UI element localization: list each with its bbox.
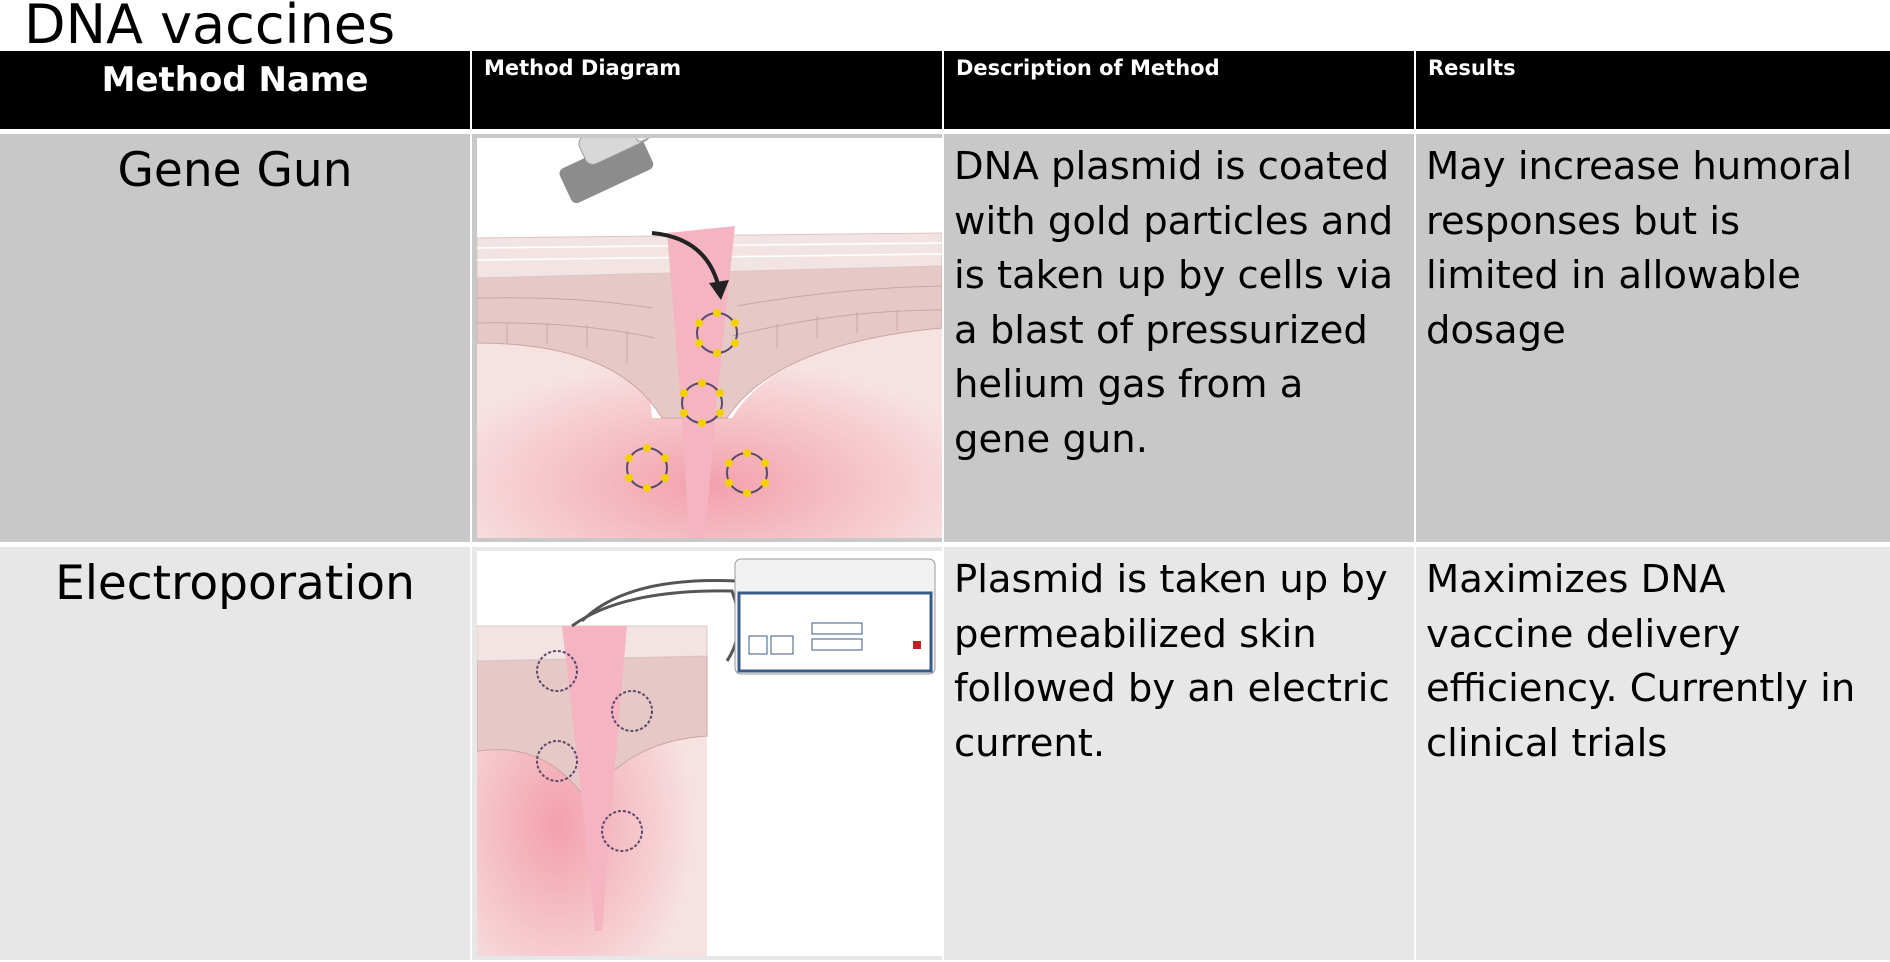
column-divider: [942, 51, 944, 129]
results-gene-gun: May increase humoral responses but is li…: [1416, 134, 1890, 542]
method-name-electroporation: Electroporation: [0, 547, 470, 960]
header-results: Results: [1416, 51, 1890, 129]
methods-table: Method Name Method Diagram Description o…: [0, 51, 1890, 962]
gene-gun-icon: [559, 138, 665, 204]
header-method-name: Method Name: [0, 51, 470, 129]
electroporation-illustration: [477, 551, 942, 956]
column-divider: [470, 547, 472, 960]
column-divider: [1414, 547, 1416, 960]
row-divider: [0, 129, 1890, 134]
method-name-gene-gun: Gene Gun: [0, 134, 470, 542]
header-method-diagram: Method Diagram: [472, 51, 942, 129]
header-description: Description of Method: [944, 51, 1414, 129]
wound-channel: [562, 626, 627, 931]
electroporator-device-icon: [734, 558, 936, 675]
plasmid-ring-icon: [536, 650, 653, 852]
column-divider: [942, 547, 944, 960]
column-divider: [470, 51, 472, 129]
electroporation-diagram: [472, 547, 942, 960]
column-divider: [1414, 134, 1416, 542]
column-divider: [942, 134, 944, 542]
gene-gun-illustration: [477, 138, 942, 538]
page-title: DNA vaccines: [24, 0, 396, 56]
column-divider: [470, 134, 472, 542]
gene-gun-diagram: [472, 134, 942, 542]
description-electroporation: Plasmid is taken up by permeabilized ski…: [944, 547, 1414, 960]
results-electroporation: Maximizes DNA vaccine delivery efficienc…: [1416, 547, 1890, 960]
gold-particles: [625, 309, 769, 497]
description-gene-gun: DNA plasmid is coated with gold particle…: [944, 134, 1414, 542]
row-divider: [0, 542, 1890, 547]
arrow-icon: [651, 231, 721, 289]
column-divider: [1414, 51, 1416, 129]
